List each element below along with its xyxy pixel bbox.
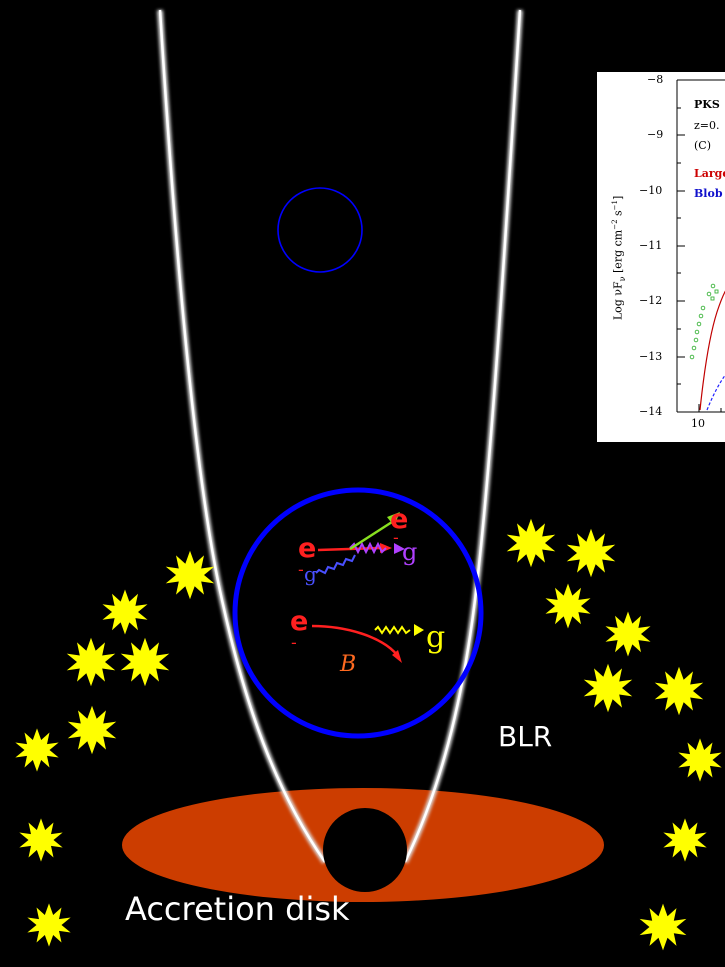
y-axis-label: Log νFν [erg cm−2 s−1] bbox=[611, 195, 627, 321]
y-axis-label-sub: ν bbox=[617, 276, 627, 282]
x-tick-label: 10 bbox=[691, 417, 705, 430]
redshift-label: z=0. bbox=[694, 119, 720, 132]
y-tick-label: −9 bbox=[647, 128, 664, 141]
synchrotron-process bbox=[311, 624, 424, 663]
electron-charge-3: - bbox=[291, 633, 297, 652]
magnetic-field-label: B bbox=[340, 652, 357, 677]
y-tick-label: −11 bbox=[639, 239, 663, 252]
legend-large: Large bbox=[694, 167, 725, 180]
electron-label-3: e bbox=[290, 606, 309, 637]
upper-blob bbox=[277, 187, 363, 273]
electron-label-2: e bbox=[390, 504, 409, 535]
sed-inset-plot: −8 −9 −10 −11 −12 −13 −14 10 PKS z=0. (C… bbox=[597, 72, 725, 442]
y-tick-label: −8 bbox=[647, 73, 664, 86]
electron-label-1: e bbox=[298, 533, 317, 564]
black-hole bbox=[323, 808, 407, 892]
photon-label-3: g bbox=[426, 620, 446, 655]
y-axis-label-end: ] bbox=[611, 195, 625, 200]
accretion-disk-label: Accretion disk bbox=[125, 890, 350, 928]
photon-label-2: g bbox=[402, 538, 418, 566]
panel-label: (C) bbox=[694, 139, 711, 152]
source-name: PKS bbox=[694, 98, 720, 111]
y-tick-label: −14 bbox=[639, 405, 663, 418]
y-tick-label: −13 bbox=[639, 350, 663, 363]
electron-charge-2: - bbox=[393, 528, 399, 547]
y-axis-label-unit: [erg cm bbox=[611, 229, 625, 277]
photon-label-1: g bbox=[304, 562, 317, 586]
y-axis-label-tail: s bbox=[611, 210, 625, 220]
inverse-compton-process bbox=[315, 512, 405, 575]
emission-blob bbox=[232, 487, 484, 739]
y-tick-label: −10 bbox=[639, 184, 663, 197]
electron-charge-1: - bbox=[298, 560, 304, 579]
blr-label: BLR bbox=[498, 720, 553, 753]
jet-cone bbox=[157, 9, 523, 864]
sed-plot-axes bbox=[676, 79, 725, 413]
legend-blob: Blob bbox=[694, 187, 723, 200]
y-axis-label-main: Log νF bbox=[611, 281, 625, 321]
y-tick-label: −12 bbox=[639, 294, 663, 307]
